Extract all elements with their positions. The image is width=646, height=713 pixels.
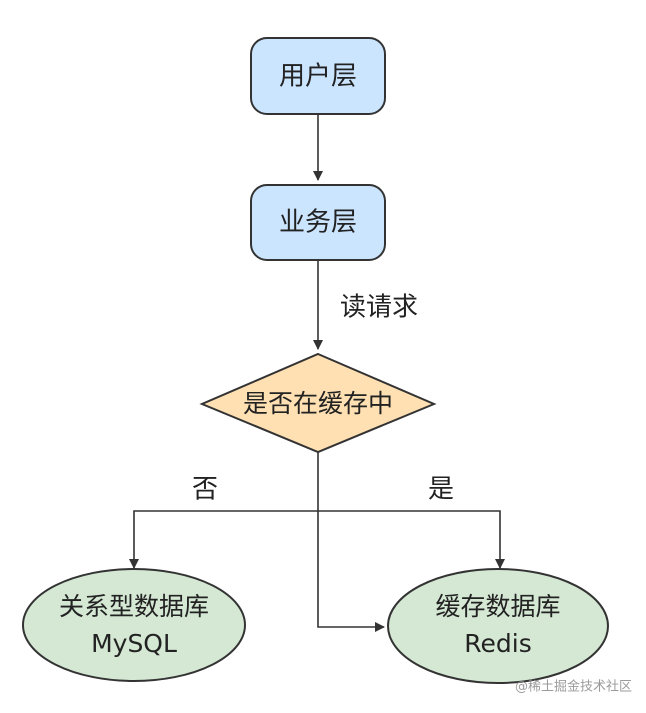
branch-no-label: 否: [192, 475, 218, 505]
decision-diamond: [199, 352, 437, 454]
watermark: @稀土掘金技术社区: [515, 679, 632, 695]
mysql-ellipse: [22, 568, 246, 682]
redis-label-line1: 缓存数据库: [435, 592, 560, 621]
business-layer-label: 业务层: [279, 208, 357, 238]
decision-label: 是否在缓存中: [243, 389, 393, 418]
user-layer-box: [250, 37, 386, 115]
user-layer-label: 用户层: [279, 62, 357, 92]
edge-decision-branch-yes: [318, 510, 505, 569]
business-layer-box: [250, 184, 386, 261]
mysql-label-line2: MySQL: [91, 629, 177, 658]
redis-ellipse: [387, 568, 609, 684]
mysql-label-line1: 关系型数据库: [59, 592, 209, 621]
edge-decision-branch-no: [129, 452, 319, 569]
branch-yes-label: 是: [428, 475, 454, 505]
read-request-label: 读请求: [340, 293, 418, 323]
edge-decision-to-redis: [317, 511, 385, 632]
redis-label-line2: Redis: [464, 629, 531, 658]
